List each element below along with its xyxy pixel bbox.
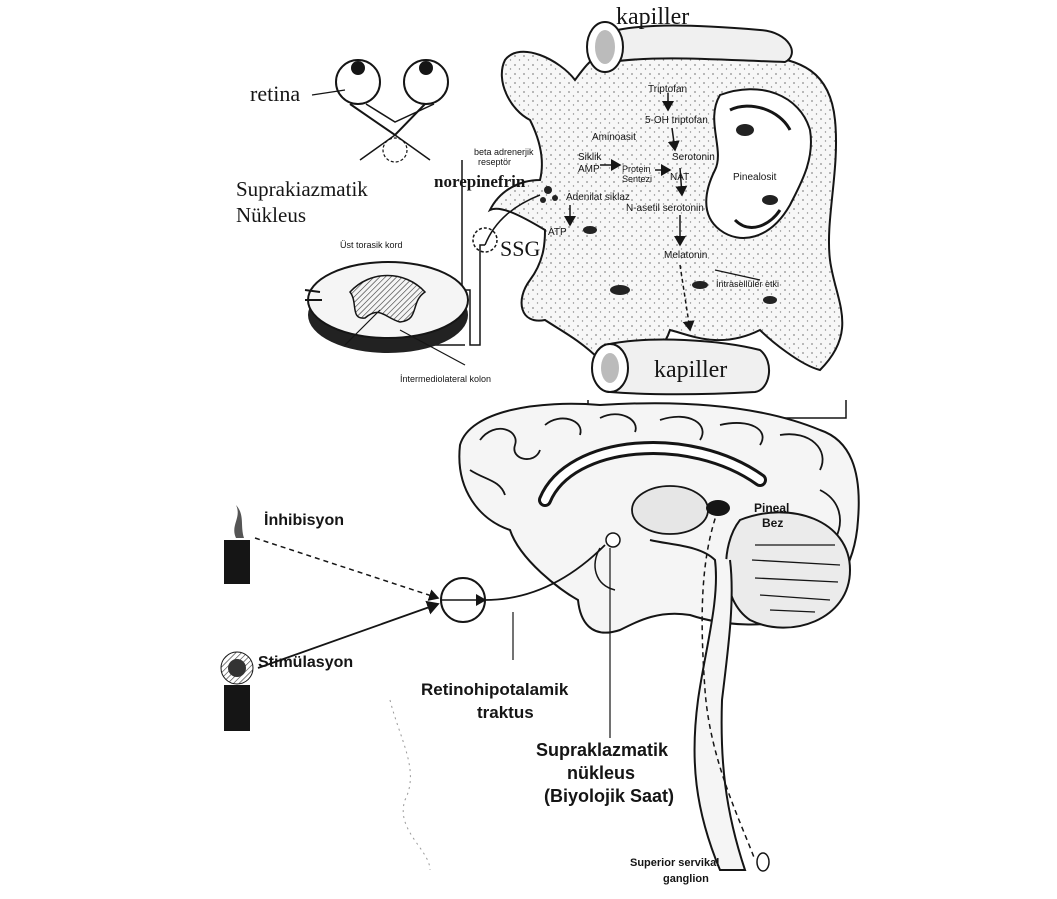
label-beta-1: beta adrenerjik: [474, 147, 534, 157]
label-intraselular-etki: İntrasellüler etki: [716, 279, 779, 289]
label-traktus: traktus: [477, 703, 534, 722]
label-kapiller-top: kapiller: [616, 4, 689, 30]
superior-ganglion-shape: [757, 853, 769, 871]
label-beta-2: reseptör: [478, 157, 511, 167]
label-serotonin: Serotonin: [672, 152, 715, 163]
label-inhibisyon: İnhibisyon: [264, 511, 344, 529]
label-intermediolateral-kolon: İntermediolateral kolon: [400, 374, 491, 384]
label-norepinefrin: norepinefrin: [434, 172, 526, 191]
label-ganglion: ganglion: [663, 873, 709, 885]
inhibition-arrow: [255, 538, 438, 598]
label-nukleus: nükleus: [567, 763, 635, 783]
label-biyolojik-saat: (Biyolojik Saat): [544, 786, 674, 806]
label-sentezi: Sentezi: [622, 174, 652, 184]
label-bez: Bez: [762, 516, 783, 530]
label-protein: Protein: [622, 164, 651, 174]
label-ust-torasik-kord: Üst torasik kord: [340, 240, 403, 250]
label-5oh-triptofan: 5-OH triptofan: [645, 115, 708, 126]
label-ssg: SSG: [500, 236, 540, 261]
candle-dim: [224, 505, 250, 584]
label-retinohipotalamik: Retinohipotalamik: [421, 680, 569, 699]
label-n-asetil-serotonin: N-asetil serotonin: [626, 203, 704, 214]
label-retina: retina: [250, 81, 300, 106]
label-kapiller-bottom: kapiller: [654, 357, 727, 383]
faint-dotted-trail: [390, 700, 430, 870]
label-atp: ATP: [548, 227, 567, 238]
label-siklik: Siklik: [578, 152, 602, 163]
label-adenilat-siklaz: Adenilat siklaz: [566, 192, 630, 203]
label-superior-servikal: Superior servikal: [630, 857, 719, 869]
label-pinealosit: Pinealosit: [733, 172, 777, 183]
label-aminoasit: Aminoasit: [592, 132, 636, 143]
label-stimulasyon: Stimülasyon: [258, 654, 353, 671]
label-triptofan: Triptofan: [648, 84, 687, 95]
label-amp: AMP: [578, 164, 600, 175]
label-nat: NAT: [670, 172, 689, 183]
label-supraklazmatik: Supraklazmatik: [536, 740, 669, 760]
label-suprakiazmatik-1: Suprakiazmatik: [236, 177, 368, 201]
candle-bright: [221, 652, 253, 731]
eyes-diagram: [312, 60, 448, 162]
label-melatonin: Melatonin: [664, 250, 707, 261]
label-suprakiazmatik-2: Nükleus: [236, 203, 306, 227]
spinal-cord: [305, 262, 468, 365]
label-pineal: Pineal: [754, 501, 789, 515]
